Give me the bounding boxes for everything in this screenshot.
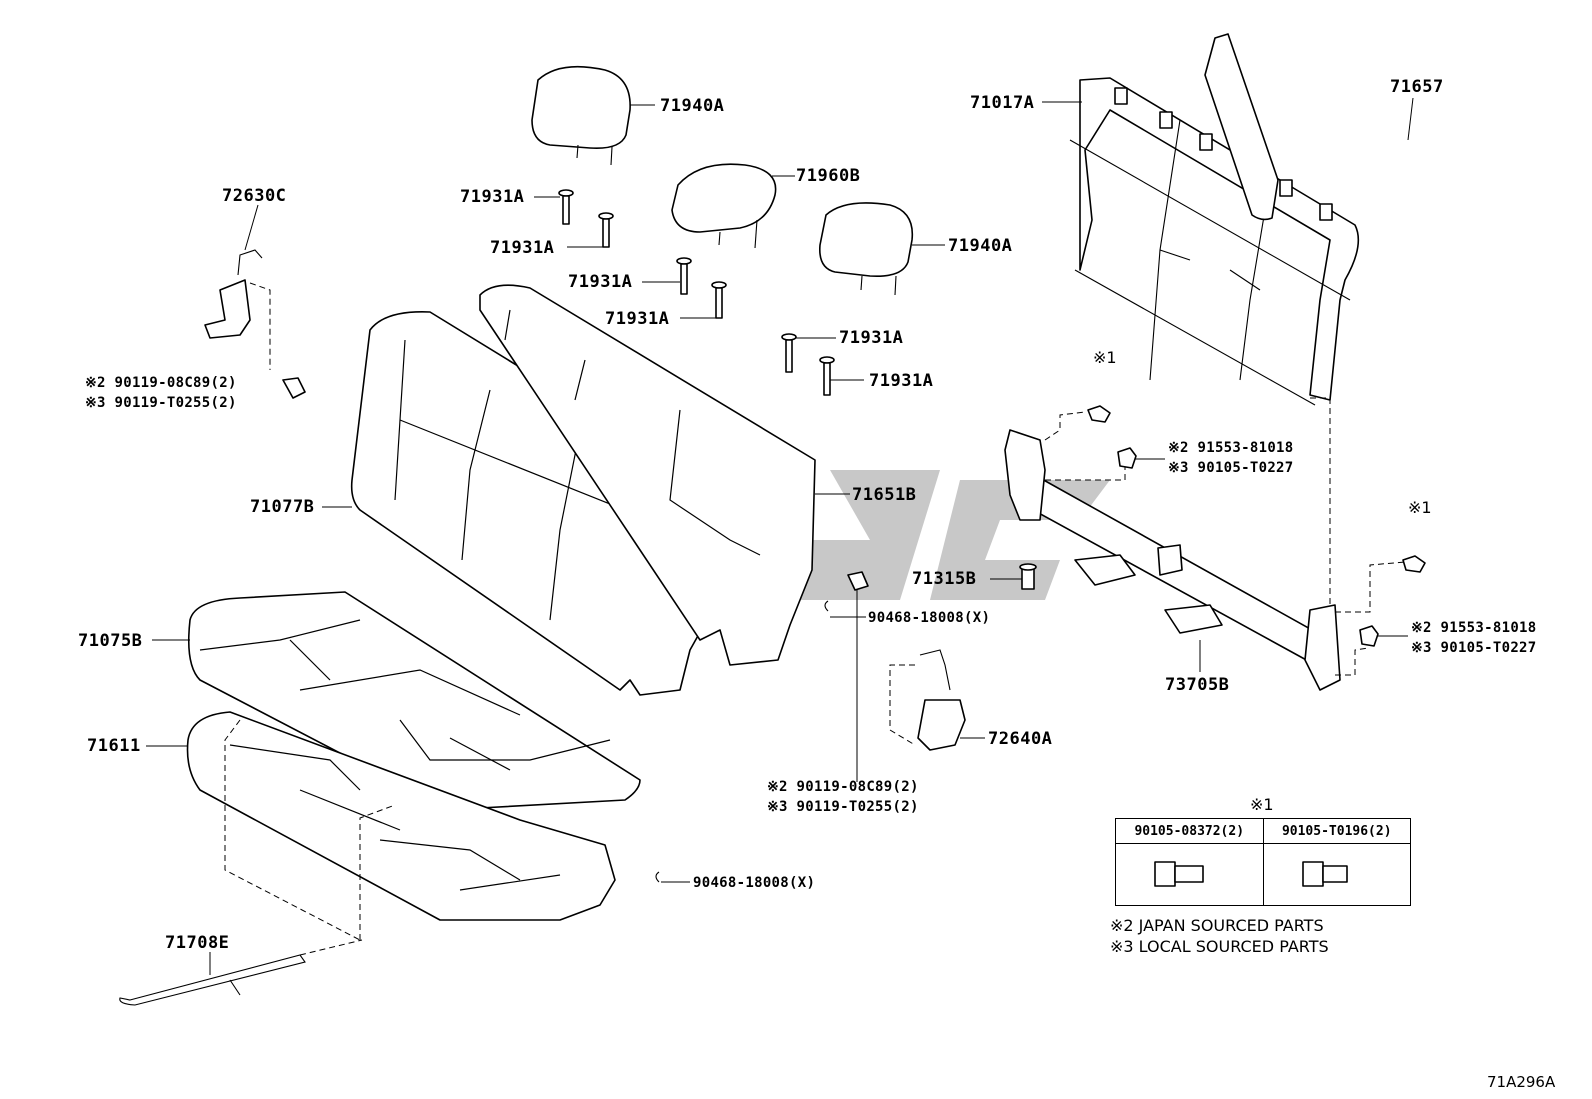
bolt-note-mid-1: ※2 90119-08C89(2) [767, 779, 919, 795]
lock-72630c [204, 204, 306, 399]
wire-71708e [119, 939, 363, 1006]
legend-note-local: ※3 LOCAL SOURCED PARTS [1110, 937, 1329, 956]
label-90468-upper: 90468-18008(X) [868, 610, 991, 626]
bolt-note-right-top-2: ※3 90105-T0227 [1168, 460, 1294, 476]
label-71931a-1: 71931A [460, 187, 525, 207]
mark-note-b: ※1 [1408, 498, 1432, 517]
label-71960b: 71960B [796, 166, 861, 186]
bolt-note-right-top-1: ※2 91553-81018 [1168, 440, 1294, 456]
legend-mark: ※1 [1250, 795, 1274, 814]
bolt-note-right-bot-2: ※3 90105-T0227 [1411, 640, 1537, 656]
legend-note-japan: ※2 JAPAN SOURCED PARTS [1110, 916, 1324, 935]
bolt-note-left-2: ※3 90119-T0255(2) [85, 395, 237, 411]
cushion-71075b [152, 591, 641, 809]
headrest-71940a-top [531, 65, 655, 166]
label-71651b: 71651B [852, 485, 917, 505]
label-71708e: 71708E [165, 933, 230, 953]
headrest-guides-71931a [534, 189, 864, 396]
legend-col-1: 90105-08372(2) [1116, 819, 1263, 905]
label-71931a-2: 71931A [490, 238, 555, 258]
label-71017a: 71017A [970, 93, 1035, 113]
label-71315b: 71315B [912, 569, 977, 589]
label-72640a: 72640A [988, 729, 1053, 749]
label-73705b: 73705B [1165, 675, 1230, 695]
bolt-note-right-bot-1: ※2 91553-81018 [1411, 620, 1537, 636]
label-71931a-6: 71931A [869, 371, 934, 391]
label-71931a-4: 71931A [605, 309, 670, 329]
bolt-note-left-1: ※2 90119-08C89(2) [85, 375, 237, 391]
label-71931a-5: 71931A [839, 328, 904, 348]
label-71940a-right: 71940A [948, 236, 1013, 256]
label-71075b: 71075B [78, 631, 143, 651]
legend-col-1-header: 90105-08372(2) [1116, 819, 1263, 844]
seatback-71651b [479, 284, 850, 666]
legend-table: 90105-08372(2) 90105-T0196(2) [1115, 818, 1411, 906]
label-72630c: 72630C [222, 186, 287, 206]
stud-71315b [990, 563, 1037, 590]
label-71940a-top: 71940A [660, 96, 725, 116]
label-71657: 71657 [1390, 77, 1444, 97]
pad-71611 [146, 711, 616, 941]
label-90468-lower: 90468-18008(X) [693, 875, 816, 891]
bolt-note-mid-2: ※3 90119-T0255(2) [767, 799, 919, 815]
legend-col-2: 90105-T0196(2) [1262, 819, 1410, 905]
board-71657 [1204, 33, 1414, 221]
clips-90468 [655, 600, 866, 883]
drawing-reference: 71A296A [1487, 1073, 1556, 1091]
lock-72640a [847, 571, 985, 782]
mark-note-a: ※1 [1093, 348, 1117, 367]
label-71931a-3: 71931A [568, 272, 633, 292]
label-71077b: 71077B [250, 497, 315, 517]
hinge-bar-73705b [1004, 397, 1426, 691]
headrest-71960b [671, 163, 795, 249]
frame-71017a [1042, 77, 1360, 406]
seatback-71077b [322, 311, 721, 696]
legend-col-2-header: 90105-T0196(2) [1263, 819, 1410, 844]
bolt-icons-legend [1154, 861, 1348, 887]
label-71611: 71611 [87, 736, 141, 756]
headrest-71940a-right [818, 202, 945, 296]
